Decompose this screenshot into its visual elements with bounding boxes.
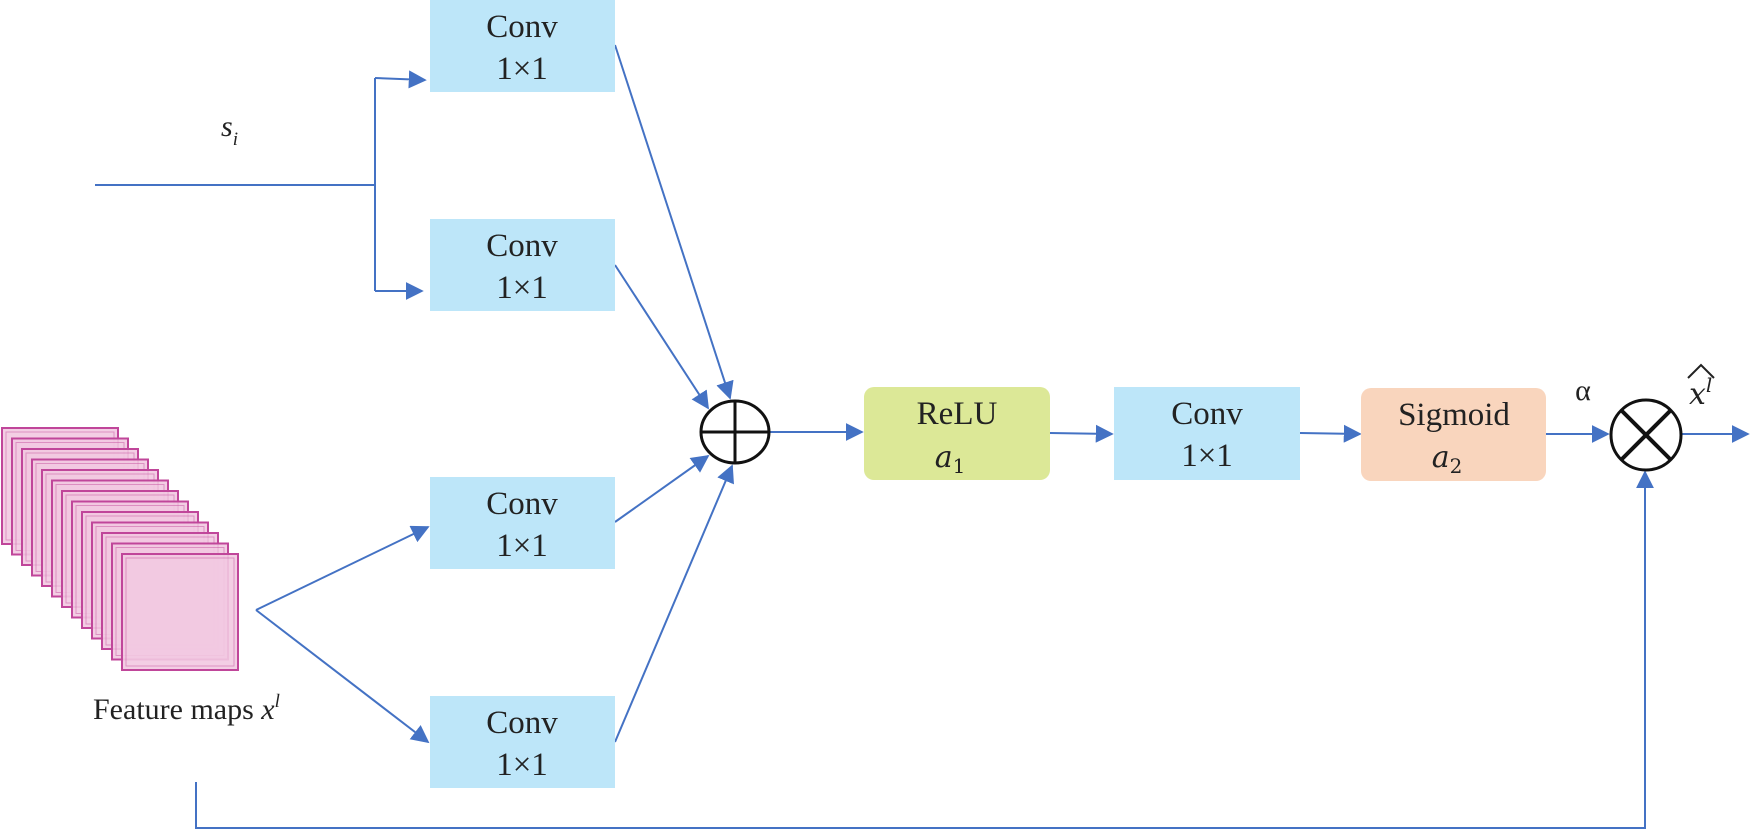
conv-block-4: Conv 1×1: [430, 696, 615, 788]
conv-block-1-title: Conv: [486, 9, 558, 45]
conv-block-2-title: Conv: [486, 228, 558, 264]
conv3-to-add-arrow: [614, 454, 710, 523]
conv-block-2-kernel: 1×1: [496, 270, 548, 306]
conv-block-2-box: [430, 219, 615, 311]
relu-symbol-sub: 1: [953, 454, 966, 478]
s-symbol: s: [221, 110, 233, 143]
sigmoid-block-symbol: a2: [1432, 440, 1463, 478]
conv-block-4-kernel: 1×1: [496, 747, 548, 783]
conv-block-mid-box: [1114, 387, 1300, 480]
output-symbol: xl: [1689, 373, 1712, 412]
circled-plus-icon: [699, 399, 771, 465]
fm-to-conv3-arrow: [255, 525, 430, 611]
feature-map-layer-inner: [125, 557, 235, 667]
conv1-to-add-arrow: [614, 44, 734, 400]
output-sup: l: [1706, 373, 1712, 397]
conv-block-3-title: Conv: [486, 486, 558, 522]
sigmoid-symbol-a: a: [1432, 440, 1450, 475]
conv-block-2: Conv 1×1: [430, 219, 615, 311]
feature-maps-symbol: x: [260, 693, 275, 726]
feature-maps-icon: [1, 427, 239, 671]
sigmoid-block: Sigmoid a2: [1361, 388, 1546, 481]
conv4-to-add-arrow: [614, 464, 734, 743]
conv2-to-add-arrow: [614, 264, 709, 410]
relu-block: ReLU a1: [864, 387, 1050, 480]
conv-block-1-kernel: 1×1: [496, 51, 548, 87]
alpha-label: α: [1575, 374, 1591, 407]
s-to-conv1-arrow: [374, 70, 427, 89]
conv-block-1-box: [430, 0, 615, 92]
conv-block-3-kernel: 1×1: [496, 528, 548, 564]
conv-to-sigmoid-arrow: [1299, 424, 1362, 443]
relu-symbol-a: a: [935, 440, 953, 475]
conv-block-3-box: [430, 477, 615, 569]
skip-connection-line: [195, 470, 1654, 829]
output-hat-icon: [1687, 363, 1715, 379]
output-x: x: [1689, 377, 1706, 412]
output-label: xl: [1687, 363, 1715, 412]
conv-block-4-title: Conv: [486, 705, 558, 741]
conv-block-mid-title: Conv: [1171, 396, 1243, 432]
feature-maps-label: Feature maps xl: [93, 691, 280, 726]
circled-times-icon: [1609, 398, 1683, 472]
relu-block-symbol: a1: [935, 440, 966, 478]
conv-block-1: Conv 1×1: [430, 0, 615, 92]
conv-block-4-box: [430, 696, 615, 788]
sigmoid-symbol-sub: 2: [1450, 454, 1463, 478]
s-subscript: i: [233, 129, 238, 150]
feature-maps-superscript: l: [275, 691, 280, 712]
feature-maps-text: Feature maps: [93, 693, 261, 726]
sigmoid-block-box: [1361, 388, 1546, 481]
relu-block-title: ReLU: [917, 396, 998, 432]
connectors: [95, 44, 1750, 829]
conv-block-mid: Conv 1×1: [1114, 387, 1300, 480]
conv-block-mid-kernel: 1×1: [1181, 438, 1233, 474]
relu-to-conv-arrow: [1049, 424, 1114, 443]
relu-block-box: [864, 387, 1050, 480]
sigmoid-block-title: Sigmoid: [1398, 397, 1510, 433]
feature-map-layer: [121, 553, 239, 671]
fm-to-conv4-arrow: [255, 609, 430, 744]
s-input-label: si: [221, 110, 238, 150]
conv-block-3: Conv 1×1: [430, 477, 615, 569]
